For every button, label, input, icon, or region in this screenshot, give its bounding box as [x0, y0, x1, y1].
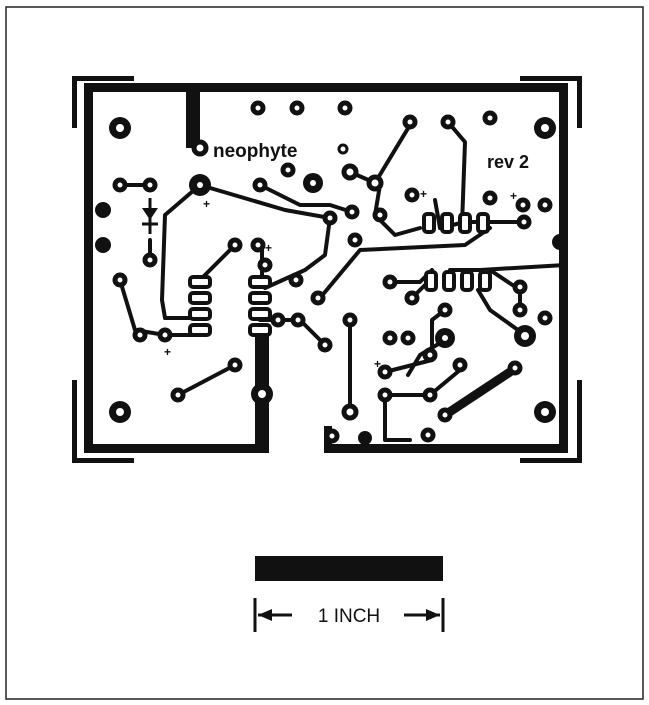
pad — [337, 143, 349, 155]
polarity-mark: + — [420, 187, 427, 201]
revision-label: rev 2 — [487, 152, 529, 172]
board-outline — [72, 76, 582, 463]
scale-label: 1 INCH — [318, 606, 380, 627]
polarity-mark: + — [203, 197, 210, 211]
polarity-mark: + — [164, 345, 171, 359]
ic-pads — [188, 212, 492, 337]
diode-icon — [142, 198, 158, 234]
polarity-marks: + + + + + + — [164, 187, 517, 371]
polarity-mark: + — [265, 241, 272, 255]
figure-frame — [5, 6, 644, 700]
scale-dimension — [253, 598, 445, 632]
mounting-pad-holes — [116, 124, 549, 416]
pads — [112, 100, 553, 444]
polarity-mark: + — [510, 189, 517, 203]
board-name-label: neophyte — [213, 141, 297, 162]
wide-trace — [440, 367, 515, 420]
polarity-mark: + — [374, 357, 381, 371]
scale-bar — [255, 556, 443, 581]
